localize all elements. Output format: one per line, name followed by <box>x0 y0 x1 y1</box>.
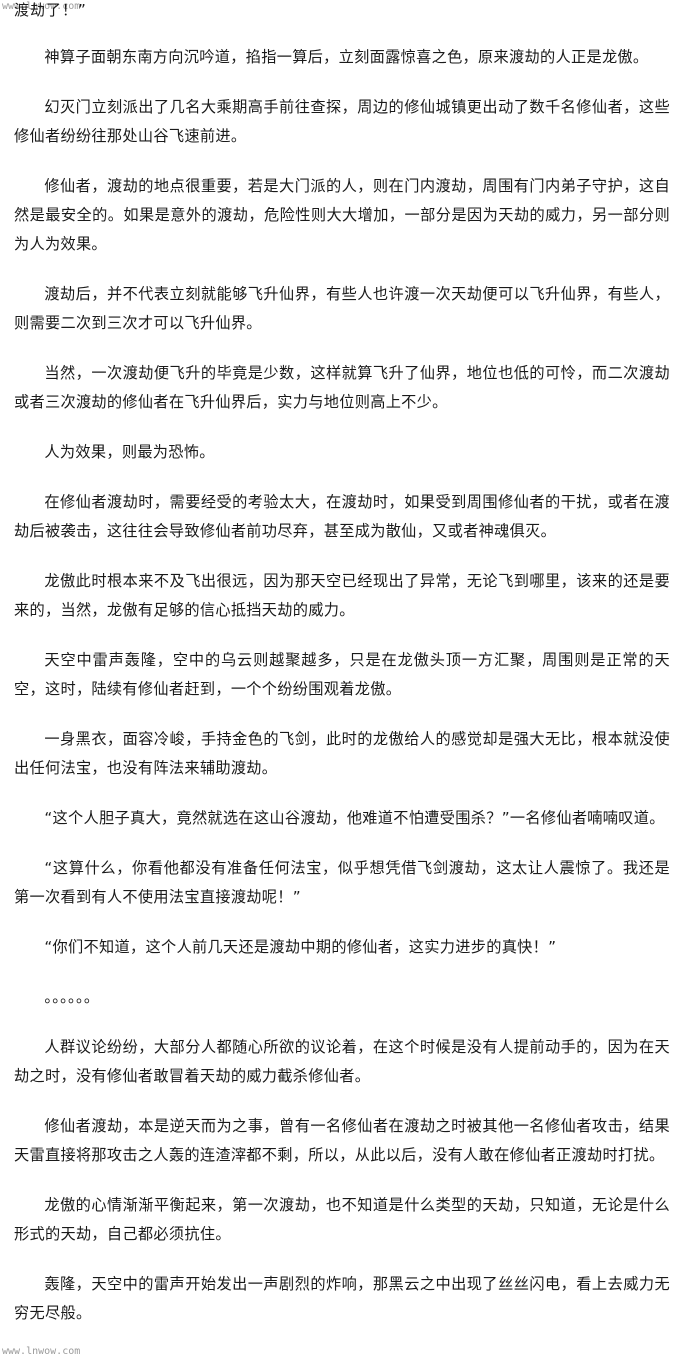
paragraph: 轰隆，天空中的雷声开始发出一声剧烈的炸响，那黑云之中出现了丝丝闪电，看上去威力无… <box>14 1275 670 1322</box>
paragraph: 在修仙者渡劫时，需要经受的考验太大，在渡劫时，如果受到周围修仙者的干扰，或者在渡… <box>14 493 670 540</box>
watermark-bottom: www.lnwow.com <box>2 1346 81 1357</box>
paragraph: 当然，一次渡劫便飞升的毕竟是少数，这样就算飞升了仙界，地位也低的可怜，而二次渡劫… <box>14 364 670 411</box>
paragraph: 人群议论纷纷，大部分人都随心所欲的议论着，在这个时候是没有人提前动手的，因为在天… <box>14 1038 670 1085</box>
article-body: 神算子面朝东南方向沉吟道，掐指一算后，立刻面露惊喜之色，原来渡劫的人正是龙傲。 … <box>14 43 670 1349</box>
paragraph: 龙傲的心情渐渐平衡起来，第一次渡劫，也不知道是什么类型的天劫，只知道，无论是什么… <box>14 1196 670 1243</box>
paragraph: 一身黑衣，面容冷峻，手持金色的飞剑，此时的龙傲给人的感觉却是强大无比，根本就没使… <box>14 730 670 777</box>
ellipsis-separator: 。。。。。。 <box>44 988 100 1006</box>
paragraph: “这个人胆子真大，竟然就选在这山谷渡劫，他难道不怕遭受围杀？”一名修仙者喃喃叹道… <box>44 809 665 827</box>
paragraph: 龙傲此时根本来不及飞出很远，因为那天空已经现出了异常，无论飞到哪里，该来的还是要… <box>14 572 670 619</box>
paragraph: 人为效果，则最为恐怖。 <box>44 443 215 461</box>
paragraph: 修仙者渡劫，本是逆天而为之事，曾有一名修仙者在渡劫之时被其他一名修仙者攻击，结果… <box>14 1117 670 1164</box>
paragraph: “这算什么，你看他都没有准备任何法宝，似乎想凭借飞剑渡劫，这太让人震惊了。我还是… <box>14 859 670 906</box>
paragraph: 天空中雷声轰隆，空中的乌云则越聚越多，只是在龙傲头顶一方汇聚，周围则是正常的天空… <box>14 651 670 698</box>
paragraph: 神算子面朝东南方向沉吟道，掐指一算后，立刻面露惊喜之色，原来渡劫的人正是龙傲。 <box>44 48 649 66</box>
paragraph: 修仙者，渡劫的地点很重要，若是大门派的人，则在门内渡劫，周围有门内弟子守护，这自… <box>14 177 670 253</box>
paragraph: 渡劫后，并不代表立刻就能够飞升仙界，有些人也许渡一次天劫便可以飞升仙界，有些人，… <box>14 285 670 332</box>
paragraph: “你们不知道，这个人前几天还是渡劫中期的修仙者，这实力进步的真快！” <box>44 938 557 956</box>
top-fragment-text: 渡劫了！” <box>14 1 87 19</box>
paragraph: 幻灭门立刻派出了几名大乘期高手前往查探，周边的修仙城镇更出动了数千名修仙者，这些… <box>14 98 670 145</box>
watermark-top: www.lnwow.com <box>2 1 81 12</box>
